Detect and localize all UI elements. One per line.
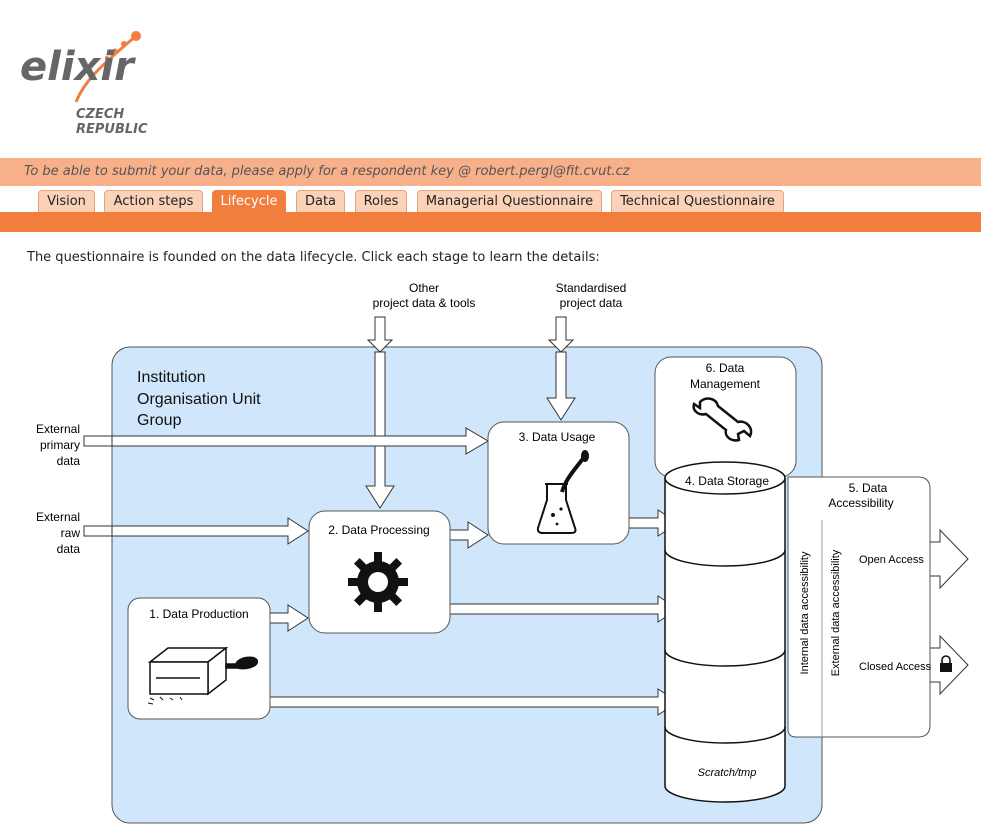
closed-access-label[interactable]: Closed Access	[859, 661, 932, 673]
ext-primary-label-2: primary	[40, 438, 80, 452]
tab-strip	[0, 212, 981, 232]
stage4-label: 4. Data Storage	[685, 474, 769, 488]
gear-icon	[348, 552, 408, 612]
stage5-label-2: Accessibility	[828, 496, 893, 510]
stage-data-storage[interactable]: 4. Data Storage Scratch/tmp	[664, 461, 786, 803]
sequencer-icon	[147, 646, 259, 705]
ext-primary-label-1: External	[36, 422, 80, 436]
tab-managerial-questionnaire[interactable]: Managerial Questionnaire	[417, 190, 602, 212]
logo-line1: CZECH	[76, 107, 124, 122]
respondent-key-banner: To be able to submit your data, please a…	[0, 158, 981, 186]
logo-dna-icon	[74, 31, 141, 103]
stage1-label: 1. Data Production	[149, 607, 248, 621]
tab-technical-questionnaire[interactable]: Technical Questionnaire	[611, 190, 784, 212]
other-input-label-2: project data & tools	[373, 296, 476, 310]
elixir-czech-logo: elixir CZECH REPUBLIC	[20, 31, 148, 137]
tab-vision[interactable]: Vision	[38, 190, 95, 212]
stage-data-management[interactable]: 6. Data Management	[654, 356, 797, 478]
stage3-label: 3. Data Usage	[519, 430, 596, 444]
ext-raw-label-1: External	[36, 510, 80, 524]
tab-action-steps[interactable]: Action steps	[104, 190, 203, 212]
tab-bar: Vision Action steps Lifecycle Data Roles…	[0, 186, 981, 232]
stage-data-processing[interactable]: 2. Data Processing	[308, 510, 451, 634]
stage-data-accessibility[interactable]: 5. Data Accessibility Internal data acce…	[787, 476, 931, 738]
other-input-label-1: Other	[409, 281, 439, 295]
institution-label: Institution	[137, 369, 205, 386]
tab-data[interactable]: Data	[296, 190, 345, 212]
ext-raw-label-3: data	[57, 542, 81, 556]
internal-access-label: Internal data accessibility	[799, 551, 811, 674]
ext-raw-label-2: raw	[61, 526, 81, 540]
logo-word: elixir	[20, 44, 136, 90]
stage2-label: 2. Data Processing	[328, 523, 429, 537]
external-access-label: External data accessibility	[830, 549, 842, 676]
lifecycle-diagram: Institution Organisation Unit Group Othe…	[36, 281, 969, 824]
organisation-unit-label: Organisation Unit	[137, 391, 261, 408]
stage5-label-1: 5. Data	[849, 481, 888, 495]
stage-data-production[interactable]: 1. Data Production	[127, 597, 271, 720]
open-access-label[interactable]: Open Access	[859, 554, 924, 566]
logo-line2: REPUBLIC	[76, 122, 148, 137]
scratch-label: Scratch/tmp	[698, 767, 757, 779]
stage-data-usage[interactable]: 3. Data Usage	[487, 421, 630, 545]
lock-icon	[940, 655, 952, 672]
std-input-label-2: project data	[560, 296, 623, 310]
tab-roles[interactable]: Roles	[355, 190, 407, 212]
stage6-label-2: Management	[690, 377, 761, 391]
group-label: Group	[137, 412, 182, 429]
wrench-icon	[692, 397, 753, 442]
flask-icon	[536, 450, 589, 534]
stage6-label-1: 6. Data	[706, 361, 745, 375]
std-input-label-1: Standardised	[556, 281, 627, 295]
tab-lifecycle[interactable]: Lifecycle	[212, 190, 286, 216]
ext-primary-label-3: data	[57, 454, 81, 468]
intro-text: The questionnaire is founded on the data…	[27, 250, 600, 265]
